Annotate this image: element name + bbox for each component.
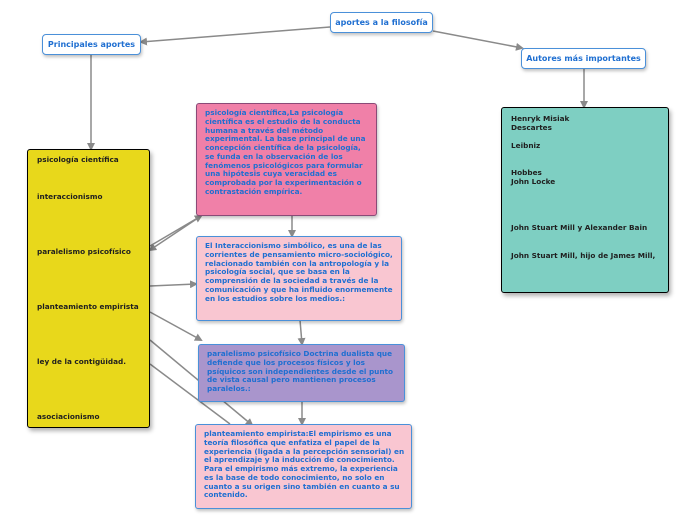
aportes-list-card[interactable]: psicología científica interaccionismo pa…: [27, 149, 150, 428]
aporte-item: interaccionismo: [37, 192, 103, 201]
principales-aportes-node[interactable]: Principales aportes: [42, 34, 141, 55]
autor-item: Henryk Misiak Descartes: [511, 114, 570, 132]
principales-aportes-label: Principales aportes: [47, 39, 136, 49]
psicologia-cientifica-text: psicología científica,La psicología cien…: [205, 108, 366, 196]
link-list-to-interaccionismo: [149, 280, 198, 289]
root-node[interactable]: aportes a la filosofía: [330, 12, 433, 33]
autores-label: Autores más importantes: [526, 53, 641, 63]
autor-item: John Stuart Mill y Alexander Bain: [511, 223, 648, 232]
link-root-to-principales: [139, 26, 331, 46]
link-list-to-empirismo-2: [149, 363, 231, 425]
aporte-item: paralelismo psicofísico: [37, 247, 131, 256]
psicologia-cientifica-note[interactable]: psicología científica,La psicología cien…: [196, 103, 377, 216]
root-label: aportes a la filosofía: [335, 17, 428, 27]
link-interaccionismo-to-paralelismo: [297, 319, 306, 346]
interaccionismo-note[interactable]: El Interaccionismo simbólico, es una de …: [196, 236, 402, 321]
paralelismo-text: paralelismo psicofísico Doctrina dualist…: [207, 349, 394, 393]
empirismo-text: planteamiento empirista:El empirismo es …: [204, 429, 405, 500]
link-list-to-paralelismo: [149, 311, 203, 341]
autor-item: John Stuart Mill, hijo de James Mill,: [511, 251, 656, 260]
autores-node[interactable]: Autores más importantes: [521, 48, 646, 69]
aporte-item: asociacionismo: [37, 412, 100, 421]
link-psicologia-to-list: [148, 215, 202, 252]
link-root-to-autores: [432, 30, 524, 51]
interaccionismo-text: El Interaccionismo simbólico, es una de …: [205, 241, 393, 303]
aporte-item: psicología científica: [37, 155, 119, 164]
paralelismo-note[interactable]: paralelismo psicofísico Doctrina dualist…: [198, 344, 405, 402]
aporte-item: planteamiento empirista: [37, 302, 139, 311]
autores-list-card[interactable]: Henryk Misiak Descartes Leibniz Hobbes J…: [501, 107, 669, 293]
aporte-item: ley de la contigüidad.: [37, 357, 127, 366]
empirismo-note[interactable]: planteamiento empirista:El empirismo es …: [195, 424, 412, 509]
autor-item: Leibniz: [511, 141, 541, 150]
autor-item: Hobbes John Locke: [511, 168, 556, 186]
